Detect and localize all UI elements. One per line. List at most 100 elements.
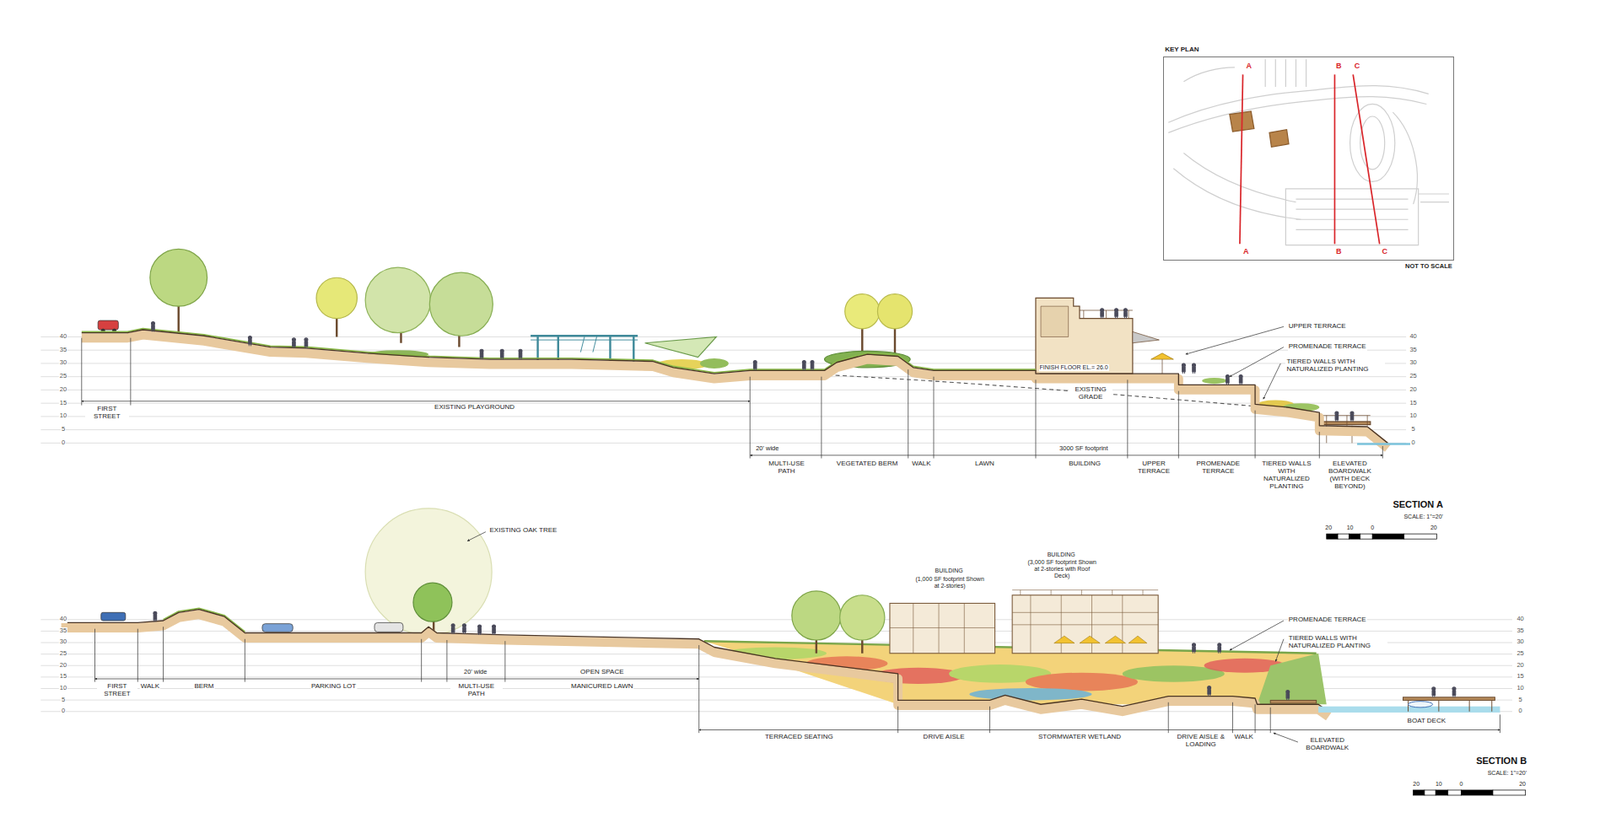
- person-figure: [1207, 686, 1212, 697]
- water: [1357, 442, 1411, 445]
- key-plan-map: [1285, 188, 1418, 246]
- person-figure: [153, 611, 1456, 701]
- elevation-number: 10: [59, 684, 68, 692]
- key-plan-heading: KEY PLAN: [1163, 46, 1200, 54]
- leader-line: [1273, 732, 1299, 743]
- dimension-label: PROMENADE TERRACE: [1183, 460, 1253, 476]
- elevation-grid: [40, 336, 1513, 712]
- dimension-label: TIERED WALLS WITH NATURALIZED PLANTING: [1256, 460, 1316, 491]
- dimension-label: MULTI-USE PATH: [760, 460, 814, 476]
- ground-profile: [61, 609, 1330, 712]
- dimension-note: 3000 SF footprint: [1058, 445, 1110, 453]
- person-figure: [802, 360, 806, 372]
- water: [1357, 442, 1411, 445]
- section-cut-letter: B: [1335, 247, 1343, 256]
- tree: [150, 248, 913, 356]
- dimension-label: OPEN SPACE: [579, 668, 625, 677]
- dimension-label: EXISTING GRADE: [1068, 386, 1113, 402]
- section-cut-letter: B: [1335, 61, 1343, 71]
- elevation-number: 20: [59, 386, 68, 394]
- dimension-label: BERM: [193, 683, 215, 691]
- dimension-label: VEGETATED BERM: [832, 460, 902, 469]
- elevation-number: 0: [1518, 707, 1524, 715]
- key-plan-map: [1392, 112, 1450, 205]
- elevation-number: 0: [60, 707, 66, 715]
- callout-label: UPPER TERRACE: [1287, 323, 1347, 331]
- person-figure: [1239, 375, 1243, 386]
- elevation-number: 15: [1408, 399, 1417, 407]
- elevated-boardwalk: [1321, 421, 1371, 426]
- person-figure: [1181, 363, 1186, 374]
- key-plan-map: [1168, 59, 1450, 245]
- scale-bar: [1413, 790, 1425, 796]
- person-figure: [247, 336, 252, 347]
- tree: [791, 591, 885, 654]
- dimension-note: 20' wide: [463, 668, 488, 676]
- elevation-number: 25: [1408, 372, 1417, 380]
- elevation-number: 35: [59, 627, 68, 635]
- key-plan-map: [1173, 168, 1301, 221]
- elevation-number: 15: [1515, 673, 1525, 680]
- leader-line: [1185, 326, 1284, 355]
- dimension-label: LAWN: [974, 460, 996, 469]
- building: [1054, 635, 1148, 643]
- building: [1132, 331, 1159, 343]
- dimension-line: [81, 400, 750, 402]
- elevation-number: 15: [59, 673, 68, 680]
- section-cut-line: [1352, 74, 1380, 244]
- water-and-boat-deck: [1408, 700, 1493, 712]
- scale-note: 20: [1518, 781, 1527, 788]
- building: [1012, 590, 1159, 596]
- elevation-number: 5: [1518, 696, 1524, 704]
- section-cut-letter: A: [1245, 61, 1254, 71]
- note-text: NOT TO SCALE: [1404, 263, 1454, 270]
- ground-profile: [81, 328, 1389, 449]
- person-figure: [1350, 411, 1354, 422]
- elevation-number: 15: [59, 399, 68, 407]
- ground-profile: [61, 608, 1330, 717]
- elevation-number: 40: [59, 615, 68, 623]
- elevation-number: 30: [1515, 638, 1525, 646]
- elevation-number: 5: [60, 696, 66, 704]
- scale-note: 10: [1434, 781, 1444, 788]
- water-and-boat-deck: [1318, 706, 1500, 713]
- building: [1035, 297, 1133, 374]
- section-cut-line: [1239, 74, 1380, 244]
- ground-profile: [81, 328, 1036, 373]
- section-cut-letter: A: [1242, 247, 1250, 256]
- person-figure: [1432, 687, 1436, 698]
- building: [1161, 359, 1163, 374]
- key-plan-map: [1269, 129, 1289, 148]
- elevation-number: 10: [59, 412, 68, 420]
- building: [889, 603, 996, 653]
- scale-bar: [1460, 790, 1493, 796]
- elevation-number: 25: [1515, 650, 1525, 658]
- person-figure: [518, 349, 523, 360]
- elevation-number: 0: [1411, 439, 1417, 447]
- dimension-label: UPPER TERRACE: [1131, 460, 1176, 476]
- scale-note: 10: [1346, 524, 1355, 532]
- tree: [845, 294, 880, 329]
- dimension-note: 20' wide: [754, 445, 780, 453]
- person-figure: [500, 349, 504, 360]
- building: [1040, 306, 1069, 337]
- playground-structure: [645, 336, 717, 357]
- planting-illustration: [704, 641, 1317, 654]
- elevation-number: 30: [59, 638, 68, 646]
- leader-line: [1263, 363, 1282, 399]
- key-plan-map: [1183, 153, 1296, 203]
- elevation-number: 35: [1515, 627, 1525, 635]
- person-figure: [479, 349, 484, 360]
- water-and-boat-deck: [1408, 701, 1433, 708]
- key-plan-map: [1265, 59, 1306, 87]
- section-cut-line: [1239, 74, 1244, 244]
- person-figure: [1115, 308, 1119, 319]
- building: [1151, 353, 1175, 360]
- scale-bar: [1372, 533, 1405, 539]
- dimension-label: DRIVE AISLE: [922, 733, 966, 742]
- person-figure: [1100, 308, 1105, 319]
- person-figure: [291, 338, 296, 349]
- building-callout: BUILDING: [934, 567, 965, 575]
